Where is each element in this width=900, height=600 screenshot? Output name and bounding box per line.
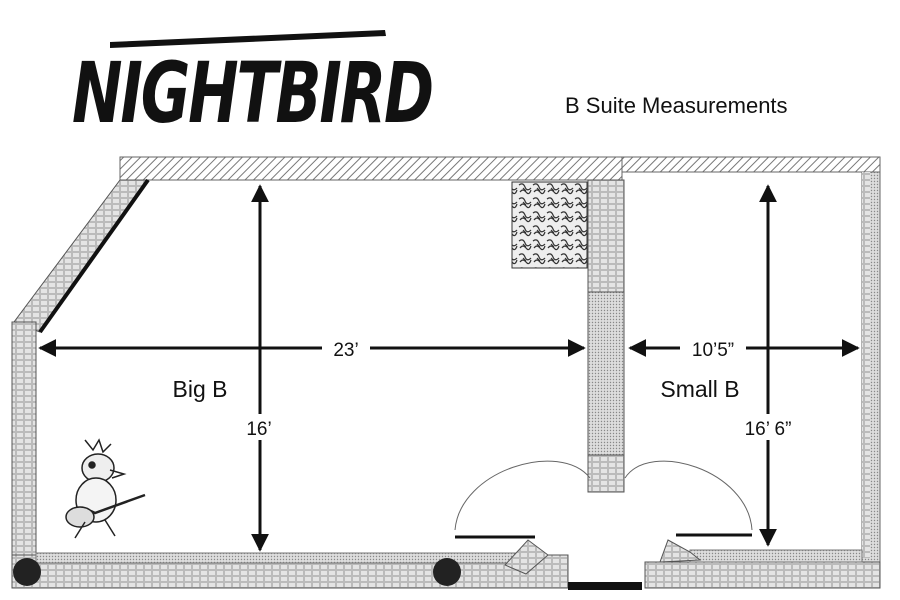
plan-title: B Suite Measurements	[565, 93, 788, 118]
entrance-threshold	[568, 582, 642, 590]
bird-guitarist-mascot	[65, 438, 146, 539]
big-b-depth-label: 16’	[246, 419, 271, 440]
nightbird-logo: NIGHTBIRD	[72, 30, 435, 142]
logo-text: NIGHTBIRD	[72, 44, 432, 142]
right-wall-inner	[862, 172, 870, 558]
top-wall	[119, 156, 623, 181]
equipment-block	[511, 181, 588, 269]
left-wall	[11, 321, 37, 588]
door-right[interactable]	[624, 460, 753, 537]
top-wall-right	[621, 156, 881, 173]
big-b-room-name: Big B	[173, 376, 228, 402]
bottom-wall-right	[644, 561, 881, 589]
door-left[interactable]	[454, 460, 591, 539]
small-b-depth-label: 16’ 6”	[745, 419, 792, 440]
column	[433, 558, 461, 586]
column	[13, 558, 41, 586]
diagonal-wall	[13, 179, 149, 333]
small-b-width-label: 10’5”	[692, 340, 734, 361]
small-b-room-name: Small B	[660, 376, 739, 402]
big-b-width-label: 23’	[333, 340, 358, 361]
partition-wall	[587, 179, 625, 293]
partition-glass	[587, 291, 625, 456]
